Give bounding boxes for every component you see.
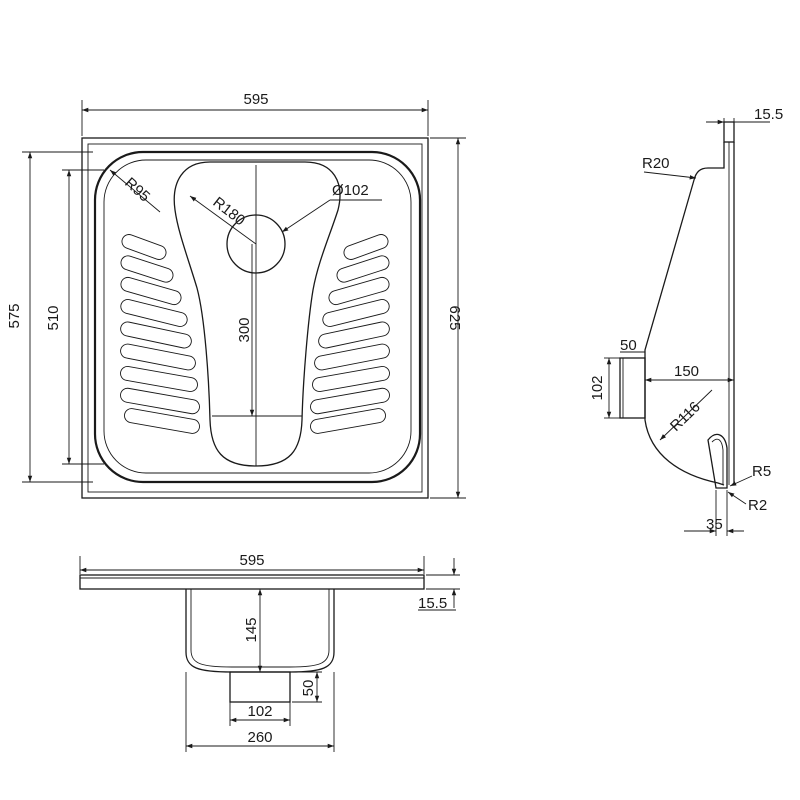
lip-small-radius-leader: [727, 491, 747, 505]
front-flange: [79, 574, 425, 590]
side-body-profile: [644, 142, 725, 486]
front-outlet: [229, 671, 291, 703]
bowl-radius-leader: [189, 195, 257, 245]
side-outlet: [619, 357, 646, 419]
side-lip: [707, 433, 728, 489]
side-flange-label: 15.5: [754, 106, 783, 123]
right-grip-ribs: [310, 234, 390, 434]
bowl-length-label: 300: [236, 317, 253, 342]
outer-height-dimension-label: 625: [446, 305, 463, 330]
front-outlet-width-label: 102: [247, 703, 272, 720]
lip-radius-label: R5: [752, 463, 771, 480]
tray-height-dimension-label: 510: [45, 305, 62, 330]
bottom-radius-leader: [659, 389, 713, 441]
front-width-label: 595: [239, 552, 264, 569]
drain-diameter-label: Ø102: [332, 182, 369, 199]
front-bowl-width-label: 260: [247, 729, 272, 746]
top-radius-leader: [643, 171, 697, 180]
side-outlet-height-label: 50: [620, 337, 637, 354]
lip-small-radius-label: R2: [748, 497, 767, 514]
tray-inner-outline: [103, 159, 412, 474]
corner-radius-label: R95: [121, 174, 153, 205]
front-depth-label: 145: [243, 617, 260, 642]
drain-diameter-leader: [281, 199, 331, 233]
inner-height-dimension-label: 575: [6, 303, 23, 328]
side-flange: [723, 121, 735, 143]
footprint-bowl: [173, 161, 341, 467]
tray-outline: [93, 150, 422, 484]
front-flange-label: 15.5: [418, 595, 447, 612]
corner-radius-leader: [109, 169, 161, 213]
lip-width-label: 35: [706, 516, 723, 533]
plate-inner-outline: [87, 143, 423, 493]
top-view: 595 575 510 625 R95 R180 Ø102 300: [6, 91, 466, 499]
front-view: 595 15.5 145 50 102 260: [79, 552, 460, 752]
front-outlet-height-label: 50: [300, 680, 317, 697]
left-grip-ribs: [120, 234, 200, 434]
plate-outline: [81, 137, 429, 499]
depth-label: 150: [674, 363, 699, 380]
side-outlet-diameter-label: 102: [589, 375, 606, 400]
lip-radius-leader: [729, 475, 753, 487]
bottom-radius-label: R116: [667, 399, 704, 435]
top-radius-label: R20: [642, 155, 670, 172]
side-view: 15.5 R20 50 102 150 R116 R5 R2 35: [589, 106, 783, 536]
width-dimension-label: 595: [243, 91, 268, 108]
